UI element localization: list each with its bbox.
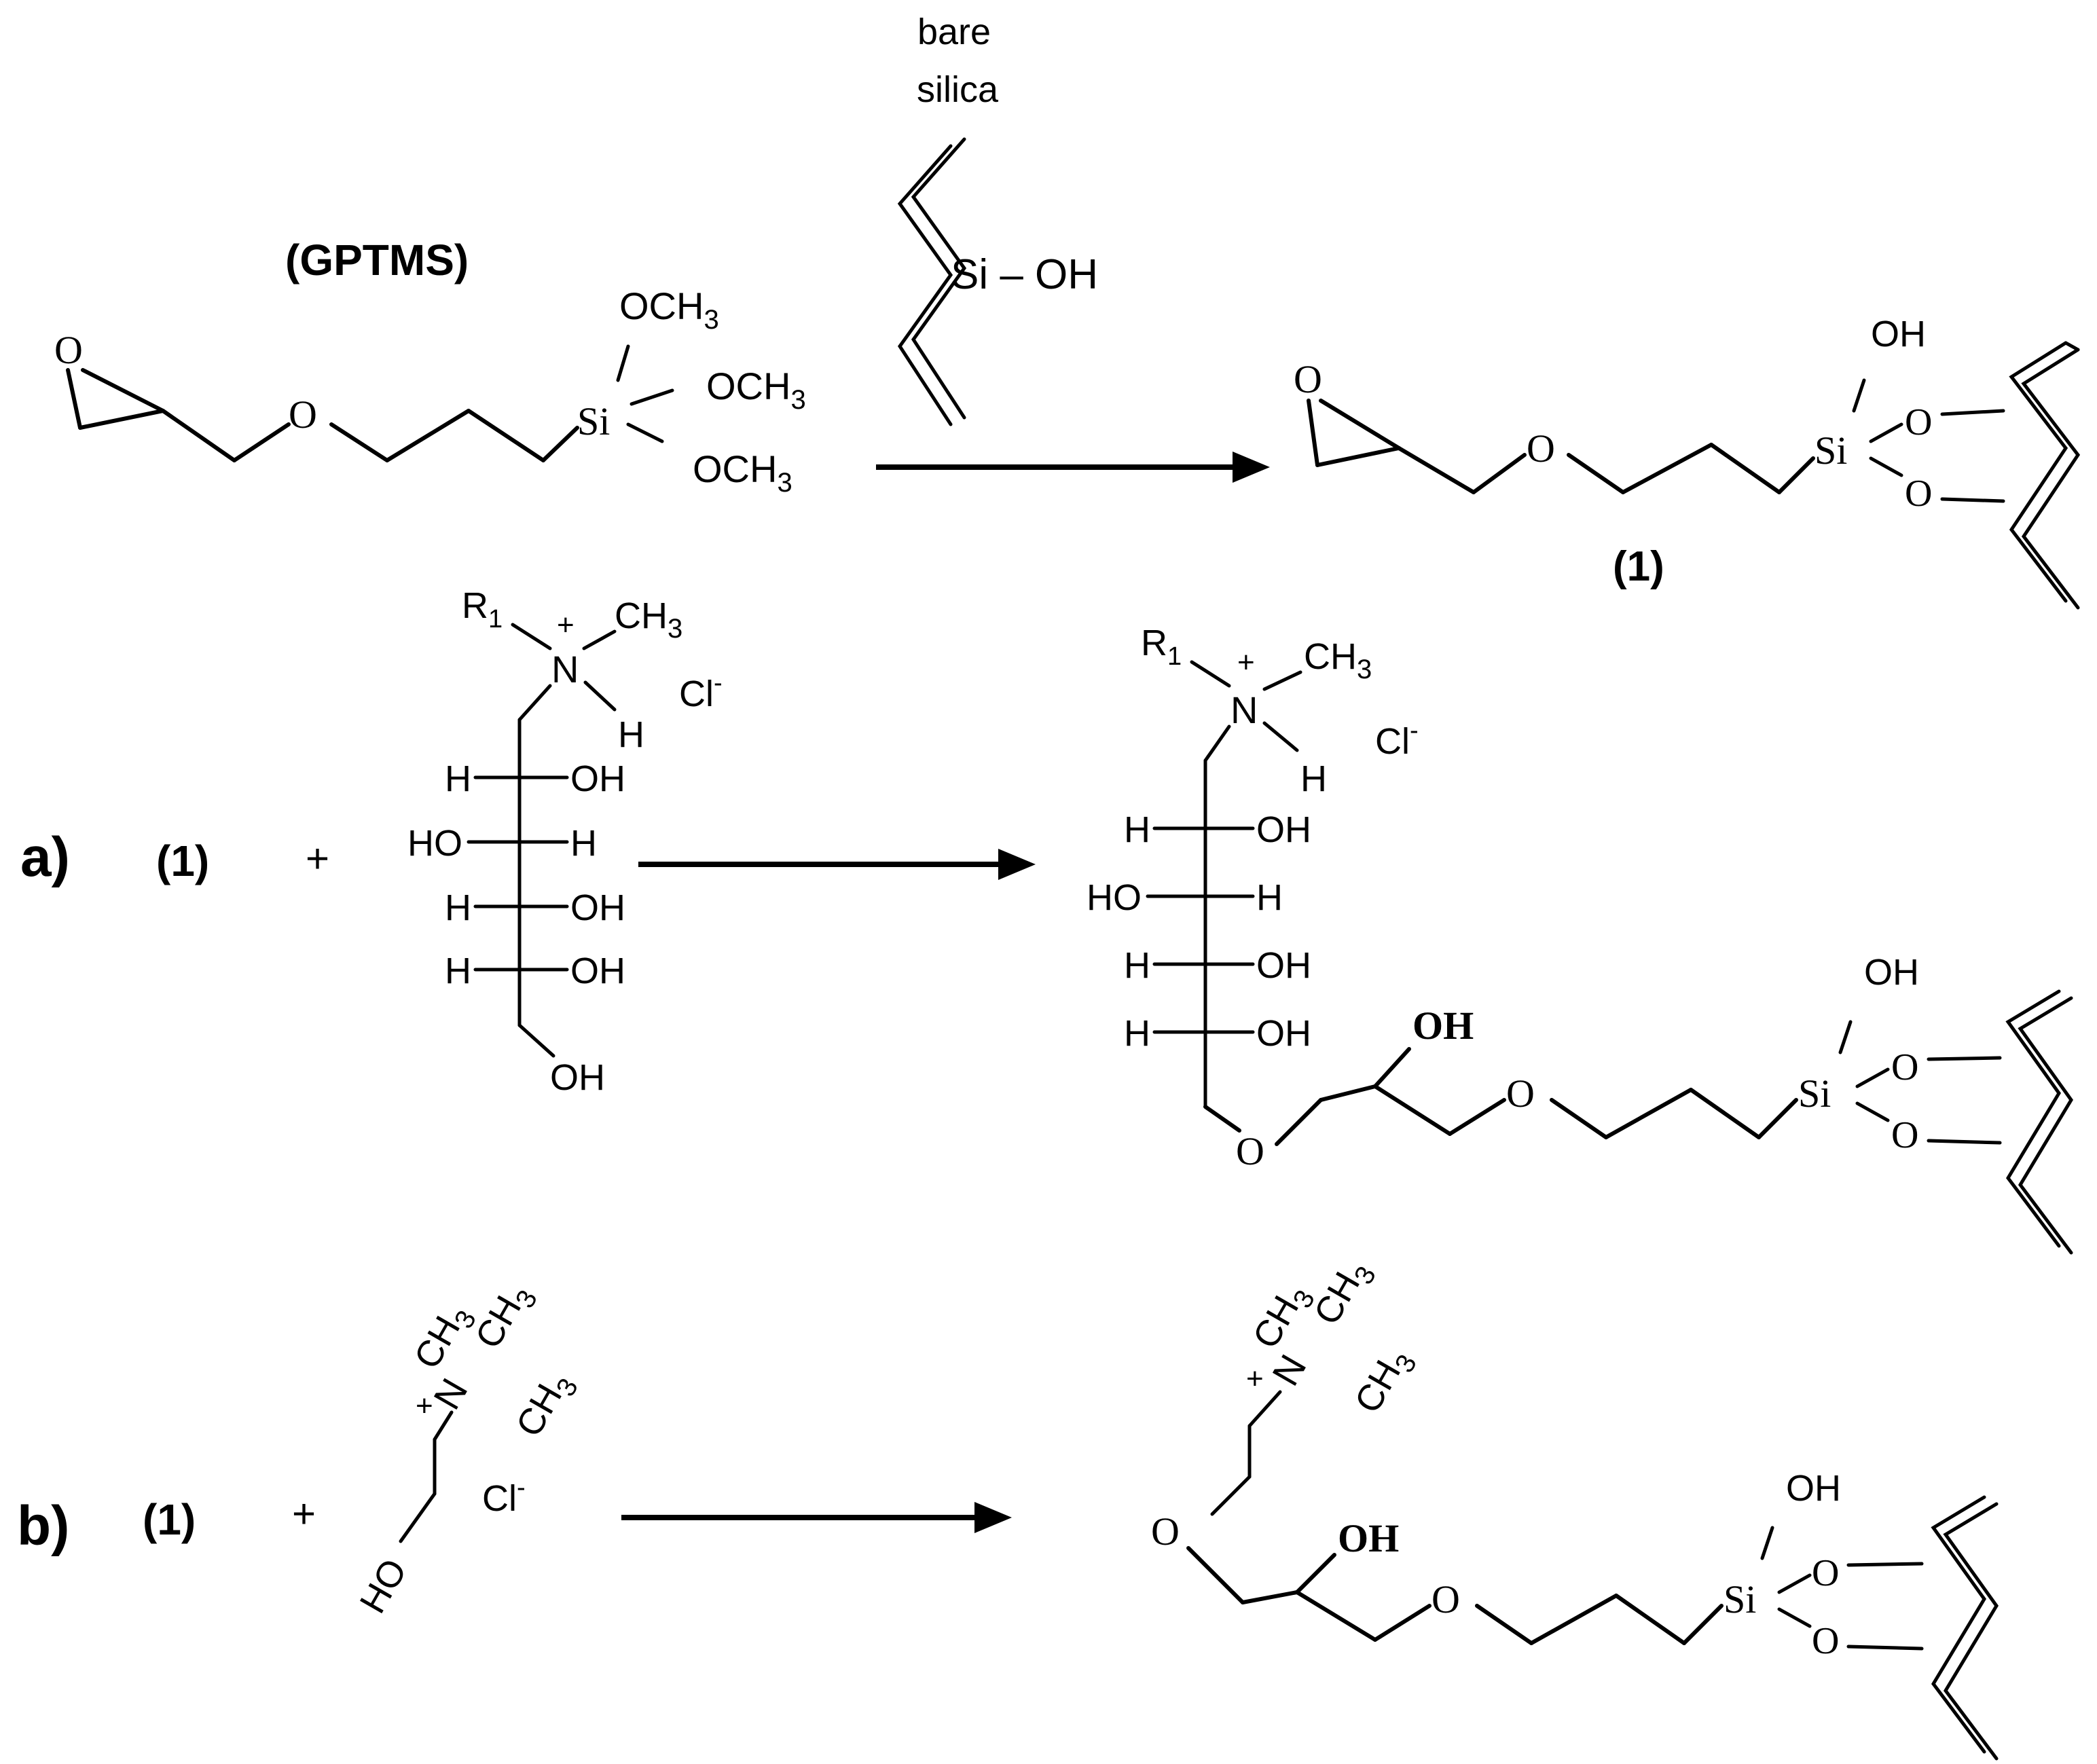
row4-oh: OH <box>570 951 625 991</box>
bare-silica-surface: Si – OH <box>897 137 1098 426</box>
row1-h: H <box>445 758 471 799</box>
route-a-amine-reactant: R1 N + CH3 H Cl- H OH HO H H OH H OH OH <box>407 585 723 1098</box>
row3-oh: OH <box>570 887 625 928</box>
hydroxyl: OH <box>1338 1516 1399 1560</box>
chloride: Cl- <box>1375 716 1419 762</box>
n-hydrogen: H <box>618 714 644 755</box>
row3-h: H <box>445 887 471 928</box>
gptms-molecule: O O Si OCH3 OCH3 OCH3 <box>54 284 806 498</box>
r1-group: R1 <box>462 585 503 633</box>
ether-oxygen: O <box>289 392 317 437</box>
methoxy-1: OCH3 <box>619 284 719 335</box>
route-a-plus: + <box>306 836 329 881</box>
row3-oh: OH <box>1256 945 1311 986</box>
silanol-oh: OH <box>1871 314 1926 354</box>
bare-silica-label: bare silica <box>917 12 999 110</box>
methyl-2: CH3 <box>467 1276 543 1359</box>
plus-charge: + <box>1246 1362 1264 1395</box>
compound-1-structure: O O Si OH O O <box>1294 314 2081 610</box>
siloxane-o-1: O <box>1812 1552 1839 1594</box>
row4-h: H <box>445 951 471 991</box>
epoxide-oxygen: O <box>54 328 83 372</box>
silica-label: silica <box>917 69 999 110</box>
hydroxyl: OH <box>1412 1004 1474 1048</box>
r1-group: R1 <box>1141 623 1182 671</box>
terminal-oh: OH <box>550 1057 605 1098</box>
compound-1-label: (1) <box>1613 543 1664 590</box>
route-a-product: R1 N + CH3 H Cl- H OH HO H H OH H OH O O… <box>1087 623 2073 1255</box>
row4-oh: OH <box>1256 1013 1311 1054</box>
reaction-arrow-b <box>621 1502 1012 1533</box>
row3-h: H <box>1124 945 1150 986</box>
linker-oxygen: O <box>1236 1129 1264 1173</box>
methyl-3: CH3 <box>1347 1340 1423 1423</box>
silicon-atom: Si <box>577 399 610 443</box>
gptms-label: (GPTMS) <box>285 236 469 284</box>
row4-h: H <box>1124 1013 1150 1054</box>
methyl-1: CH3 <box>406 1296 482 1379</box>
ammonium-n: N <box>551 648 579 691</box>
row2-h: H <box>1256 877 1283 918</box>
route-b-product: + N CH3 CH3 CH3 O OH O Si OH O O <box>1151 1252 1999 1761</box>
silanol-oh: OH <box>1786 1468 1841 1509</box>
plus-charge: + <box>557 608 575 642</box>
row2-h: H <box>570 823 597 864</box>
methyl-2: CH3 <box>1306 1252 1382 1335</box>
silanol-oh: OH <box>1864 952 1919 993</box>
ether-oxygen: O <box>1506 1071 1535 1116</box>
ether-oxygen: O <box>1432 1577 1460 1621</box>
ammonium-n: N <box>1230 688 1258 731</box>
plus-charge: + <box>416 1389 433 1422</box>
row1-oh: OH <box>1256 809 1311 850</box>
methyl-3: CH3 <box>508 1364 584 1447</box>
methoxy-3: OCH3 <box>693 447 792 498</box>
n-hydrogen: H <box>1300 758 1327 799</box>
siloxane-o-2: O <box>1812 1620 1839 1662</box>
bare-label: bare <box>917 12 991 52</box>
row2-ho: HO <box>407 823 462 864</box>
route-b-reactant-1: (1) <box>143 1495 196 1544</box>
siloxane-o-2: O <box>1905 473 1932 515</box>
choline-ho: HO <box>352 1552 414 1620</box>
epoxide-oxygen: O <box>1294 357 1322 401</box>
silicon-atom: Si <box>1815 428 1847 473</box>
methoxy-2: OCH3 <box>706 365 806 415</box>
route-a-label: a) <box>20 826 70 888</box>
route-b-plus: + <box>292 1491 316 1537</box>
reaction-arrow-1 <box>876 452 1270 483</box>
chloride: Cl- <box>679 669 723 714</box>
row1-h: H <box>1124 809 1150 850</box>
silicon-atom: Si <box>1798 1071 1831 1116</box>
ammonium-n: N <box>1264 1347 1315 1393</box>
silicon-atom: Si <box>1724 1577 1756 1621</box>
linker-oxygen: O <box>1151 1509 1180 1554</box>
methyl: CH3 <box>1304 636 1372 684</box>
methyl-1: CH3 <box>1245 1276 1321 1359</box>
reaction-arrow-a <box>638 849 1036 880</box>
siloxane-o-2: O <box>1891 1114 1918 1156</box>
methyl: CH3 <box>615 595 682 644</box>
row1-oh: OH <box>570 758 625 799</box>
siloxane-o-1: O <box>1905 401 1932 443</box>
route-a-reactant-1: (1) <box>156 837 209 885</box>
plus-charge: + <box>1237 646 1255 679</box>
row2-ho: HO <box>1087 877 1142 918</box>
route-b-choline-reactant: HO + N CH3 CH3 CH3 Cl- <box>352 1276 584 1620</box>
route-b-label: b) <box>17 1495 69 1557</box>
chloride: Cl- <box>482 1473 526 1519</box>
ether-oxygen: O <box>1527 426 1555 471</box>
si-oh-label: Si – OH <box>951 251 1098 298</box>
siloxane-o-1: O <box>1891 1046 1918 1088</box>
